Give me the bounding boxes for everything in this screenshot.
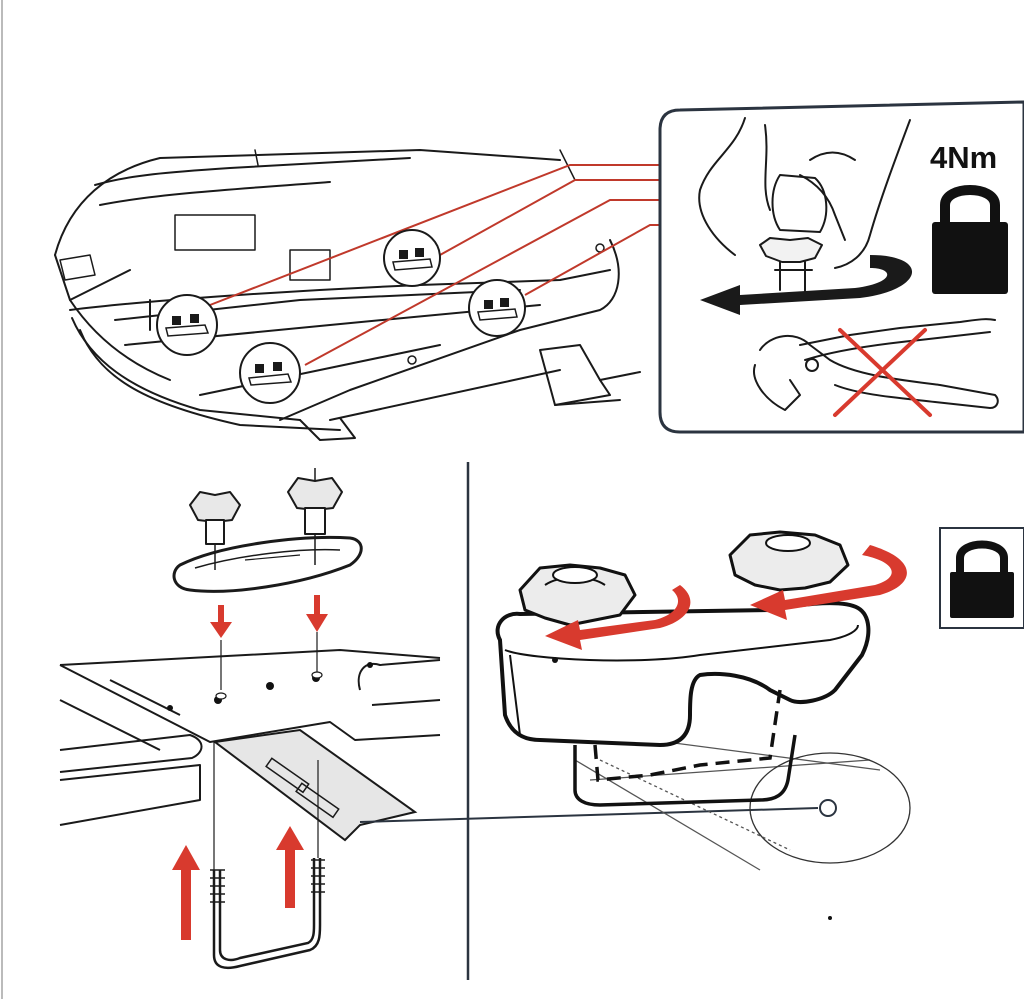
- callout-clamp-2: [239, 342, 301, 404]
- callout-clamp-3: [383, 229, 441, 287]
- prohibited-cross-icon: [833, 328, 932, 417]
- up-arrow-icon: [172, 826, 304, 940]
- detail-connector-line: [359, 807, 819, 823]
- exploded-mounting-view: [59, 468, 441, 970]
- clamp-knob-right: [728, 530, 850, 592]
- clamp-detail-view: [495, 527, 1024, 920]
- padlock-icon: [939, 527, 1024, 629]
- hand-tightening-knob: [698, 117, 911, 293]
- callout-lines: [209, 164, 660, 366]
- rotate-arrow-icon: [545, 545, 907, 650]
- roof-bar-strap: [212, 728, 418, 842]
- rotate-arrow-icon: [700, 255, 913, 315]
- torque-value-label: 4Nm: [930, 140, 997, 175]
- callout-clamp-1: [156, 294, 218, 356]
- padlock-icon: [932, 185, 1008, 294]
- down-arrow-icon: [210, 595, 328, 638]
- clamp-knob-left: [518, 563, 637, 627]
- u-bolt: [212, 858, 322, 970]
- torque-instruction-panel: 4Nm: [658, 100, 1024, 434]
- callout-clamp-4: [468, 279, 526, 337]
- knob-2: [287, 468, 343, 565]
- knob-1: [189, 491, 241, 570]
